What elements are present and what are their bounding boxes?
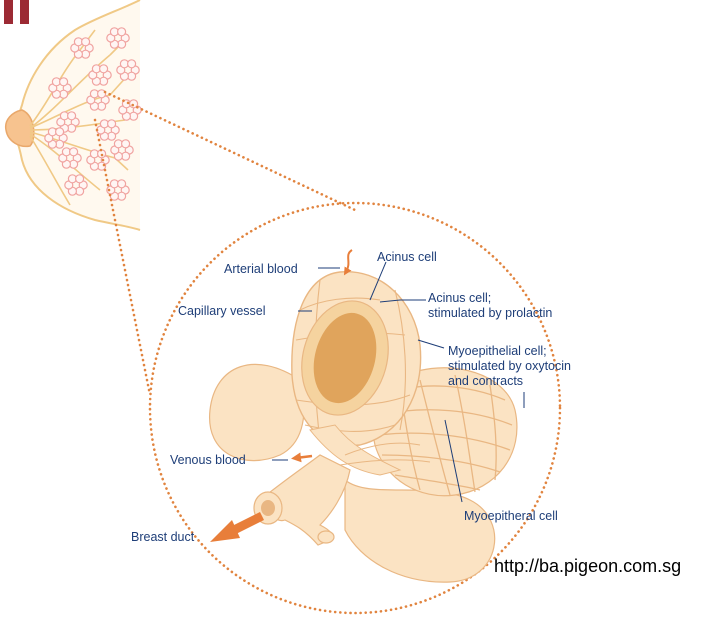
label-acinus-cell-prolactin: Acinus cell; stimulated by prolactin [428,291,552,321]
label-acinus-cell: Acinus cell [377,250,437,265]
label-myoepithelial-line-1: Myoepithelial cell; [448,344,571,359]
label-venous-blood: Venous blood [170,453,246,468]
label-capillary-vessel: Capillary vessel [178,304,266,319]
label-myoepithelial-line-3: and contracts [448,374,571,389]
label-myoepithelial-line-2: stimulated by oxytocin [448,359,571,374]
label-myoepitheral-cell: Myoepitheral cell [464,509,558,524]
label-acinus-cell-prolactin-line-2: stimulated by prolactin [428,306,552,321]
accent-bar-icon [4,0,29,24]
source-url: http://ba.pigeon.com.sg [494,556,681,577]
label-myoepithelial-cell-oxytocin: Myoepithelial cell; stimulated by oxytoc… [448,344,571,389]
label-acinus-cell-prolactin-line-1: Acinus cell; [428,291,552,306]
label-arterial-blood: Arterial blood [224,262,298,277]
label-breast-duct: Breast duct [131,530,194,545]
breast-illustration [6,0,142,230]
